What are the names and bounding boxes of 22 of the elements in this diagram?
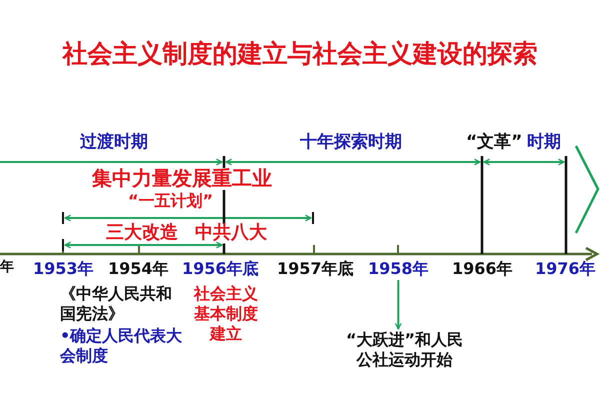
period-label: “文革” <box>466 132 522 154</box>
event-label: “一五计划” <box>128 191 214 211</box>
event-note: 社会主义基本制度建立 <box>192 284 259 344</box>
event-label: 三大改造 <box>106 222 178 244</box>
year-label: 1966年 <box>452 259 513 279</box>
title: 社会主义制度的建立与社会主义建设的探索 <box>62 38 538 70</box>
year-label: 1954年 <box>108 259 169 279</box>
event-label: 中共八大 <box>195 222 267 244</box>
year-label: 1953年 <box>33 259 94 279</box>
event-label: 集中力量发展重工业 <box>92 166 272 191</box>
arrow <box>394 280 402 330</box>
event-note: •确定人民代表大会制度 <box>60 326 184 366</box>
year-label: 1957年底 <box>277 259 354 279</box>
period-label: 过渡时期 <box>80 132 148 154</box>
year-label: 年 <box>0 259 14 276</box>
year-label: 1958年 <box>368 259 429 279</box>
event-note: “大跃进”和人民公社运动开始 <box>342 330 467 370</box>
year-label: 1976年 <box>535 259 596 279</box>
year-label: 1956年底 <box>182 259 259 279</box>
period-label: 十年探索时期 <box>300 132 402 154</box>
period-label: 时期 <box>527 132 561 154</box>
event-note: 《中华人民共和国宪法》 <box>60 284 173 324</box>
